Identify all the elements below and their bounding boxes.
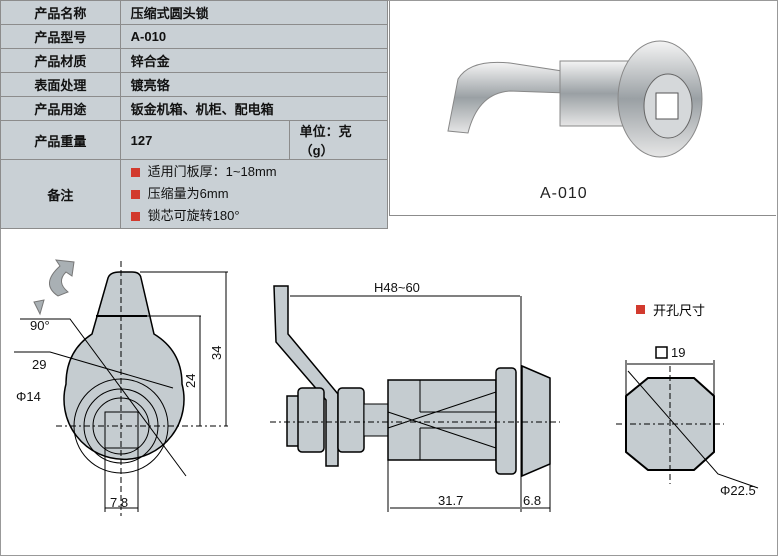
square-symbol-icon [655,346,668,359]
table-row: 产品材质锌合金 [0,48,389,73]
bullet-square-icon [130,167,140,177]
note-item: 适用门板厚：1~18mm [130,161,377,183]
row-label: 产品型号 [0,24,121,49]
dim-34: 34 [209,346,224,360]
dim-24: 24 [183,374,198,388]
dim-29: 29 [32,357,46,372]
front-view [14,259,228,516]
table-row: 产品名称压缩式圆头锁 [0,0,389,25]
note-text: 锁芯可旋转180° [147,208,240,223]
table-row: 备注 适用门板厚：1~18mm 压缩量为6mm 锁芯可旋转180° [0,159,389,229]
note-text: 压缩量为6mm [147,186,229,201]
technical-drawing: 90° 29 Φ14 7.8 24 34 H48~60 31.7 6.8 19 … [14,259,759,516]
row-value: 钣金机箱、机柜、配电箱 [119,96,389,121]
row-label: 表面处理 [0,72,121,97]
bullet-square-icon [130,211,140,221]
row-value: 127 [119,120,290,160]
dim-19: 19 [671,345,685,360]
weight-unit: 单位：克（g） [288,120,389,160]
bullet-square-icon [636,305,645,314]
row-value: A-010 [119,24,389,49]
cutout-title: 开孔尺寸 [636,300,705,319]
note-item: 锁芯可旋转180° [130,205,377,227]
rotate-arrow-icon [33,259,75,316]
row-label: 产品重量 [0,120,121,160]
cutout-view [616,360,759,489]
dim-31-7: 31.7 [438,493,463,508]
row-label: 产品名称 [0,0,121,25]
dim-h-range: H48~60 [374,280,420,295]
note-text: 适用门板厚：1~18mm [147,164,277,179]
note-item: 压缩量为6mm [130,183,377,205]
product-photo: A-010 [389,1,776,216]
row-value: 锌合金 [119,48,389,73]
row-value: 压缩式圆头锁 [119,0,389,25]
dim-7-8: 7.8 [110,495,128,510]
cutout-title-text: 开孔尺寸 [653,303,706,318]
row-value: 镀亮铬 [119,72,389,97]
bullet-square-icon [130,189,140,199]
row-label: 产品用途 [0,96,121,121]
dim-22-5: Φ22.5 [720,483,756,498]
table-row: 表面处理镀亮铬 [0,72,389,97]
lock-photo-illustration [447,40,703,158]
dim-6-8: 6.8 [523,493,541,508]
notes-label: 备注 [0,159,121,229]
rotation-label: 90° [30,318,50,333]
row-label: 产品材质 [0,48,121,73]
side-view [270,285,560,512]
table-row: 产品用途钣金机箱、机柜、配电箱 [0,96,389,121]
notes-list: 适用门板厚：1~18mm 压缩量为6mm 锁芯可旋转180° [119,159,389,229]
model-caption: A-010 [540,185,588,202]
dim-14: Φ14 [16,389,41,404]
